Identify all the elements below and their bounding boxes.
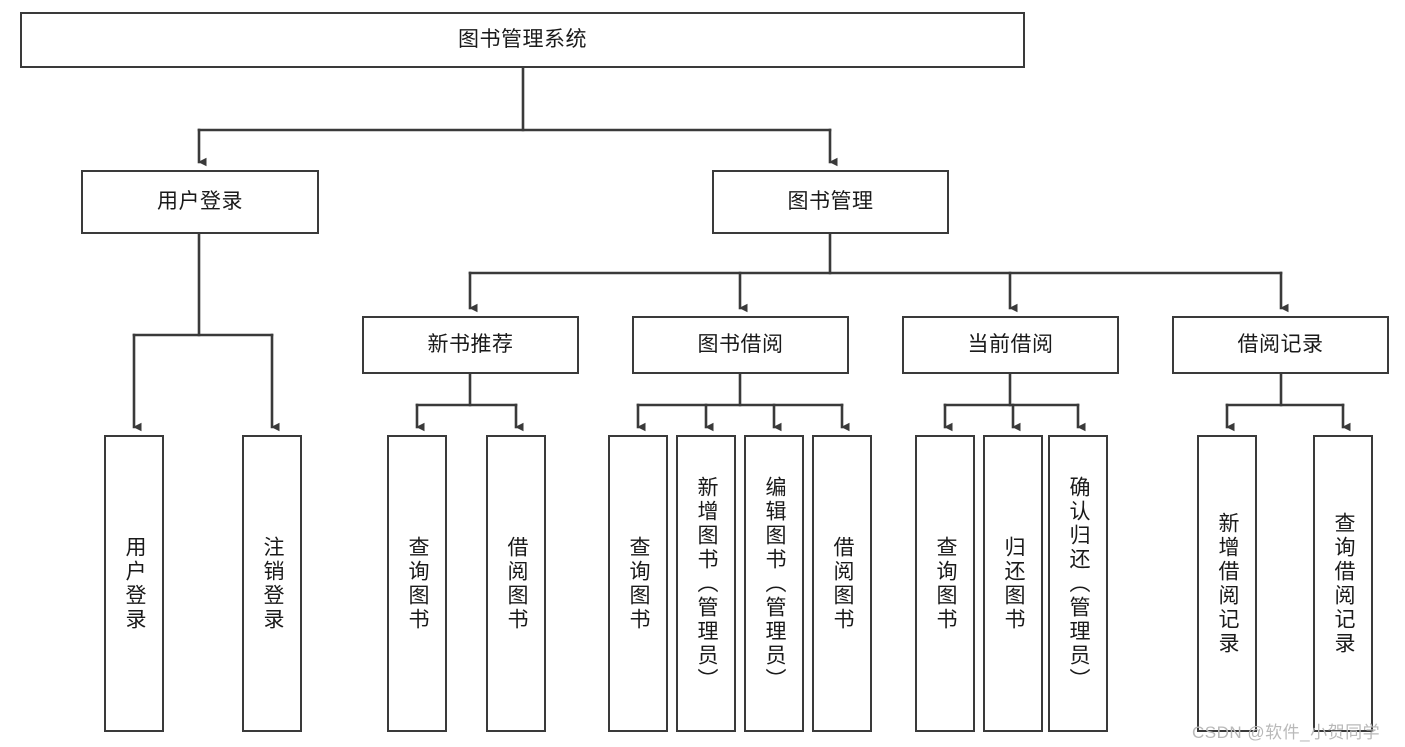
node-leaf-add-record-label: 新增借阅记录 [1216,511,1240,656]
node-leaf-user-login-label: 用户登录 [123,535,147,632]
node-leaf-user-login[interactable]: 用户登录 [104,435,164,732]
node-leaf-borrow-book-label: 借阅图书 [831,535,855,632]
node-leaf-logout-label: 注销登录 [261,535,285,632]
node-leaf-edit-book-label: 编辑图书（管理员） [763,475,787,692]
node-user-login-label: 用户登录 [157,189,243,213]
node-leaf-borrow-book-new-label: 借阅图书 [505,535,529,632]
node-book-borrow[interactable]: 图书借阅 [632,316,849,374]
node-current-borrow-label: 当前借阅 [967,332,1054,356]
node-leaf-query-book-borrow-label: 查询图书 [627,535,651,632]
node-leaf-return-book[interactable]: 归还图书 [983,435,1043,732]
node-leaf-borrow-book[interactable]: 借阅图书 [812,435,872,732]
node-leaf-query-record[interactable]: 查询借阅记录 [1313,435,1373,732]
node-leaf-query-book-current-label: 查询图书 [934,535,958,632]
node-new-book-recommend[interactable]: 新书推荐 [362,316,579,374]
node-leaf-query-book-new[interactable]: 查询图书 [387,435,447,732]
node-leaf-return-book-label: 归还图书 [1002,535,1026,632]
node-leaf-add-book[interactable]: 新增图书（管理员） [676,435,736,732]
node-root-label: 图书管理系统 [458,27,587,51]
node-leaf-query-book-current[interactable]: 查询图书 [915,435,975,732]
node-borrow-record-label: 借阅记录 [1237,332,1324,356]
node-borrow-record[interactable]: 借阅记录 [1172,316,1389,374]
node-book-manage[interactable]: 图书管理 [712,170,949,234]
node-leaf-confirm-return-label: 确认归还（管理员） [1067,475,1091,692]
node-leaf-query-record-label: 查询借阅记录 [1332,511,1356,656]
node-user-login[interactable]: 用户登录 [81,170,319,234]
node-new-book-recommend-label: 新书推荐 [427,332,514,356]
node-leaf-borrow-book-new[interactable]: 借阅图书 [486,435,546,732]
watermark-text: CSDN @软件_小贺同学 [1192,723,1381,742]
node-leaf-confirm-return[interactable]: 确认归还（管理员） [1048,435,1108,732]
node-leaf-edit-book[interactable]: 编辑图书（管理员） [744,435,804,732]
node-root[interactable]: 图书管理系统 [20,12,1025,68]
node-leaf-logout[interactable]: 注销登录 [242,435,302,732]
node-leaf-add-book-label: 新增图书（管理员） [695,475,719,692]
node-leaf-add-record[interactable]: 新增借阅记录 [1197,435,1257,732]
node-leaf-query-book-new-label: 查询图书 [406,535,430,632]
node-book-manage-label: 图书管理 [787,189,874,213]
node-current-borrow[interactable]: 当前借阅 [902,316,1119,374]
node-book-borrow-label: 图书借阅 [697,332,784,356]
node-leaf-query-book-borrow[interactable]: 查询图书 [608,435,668,732]
